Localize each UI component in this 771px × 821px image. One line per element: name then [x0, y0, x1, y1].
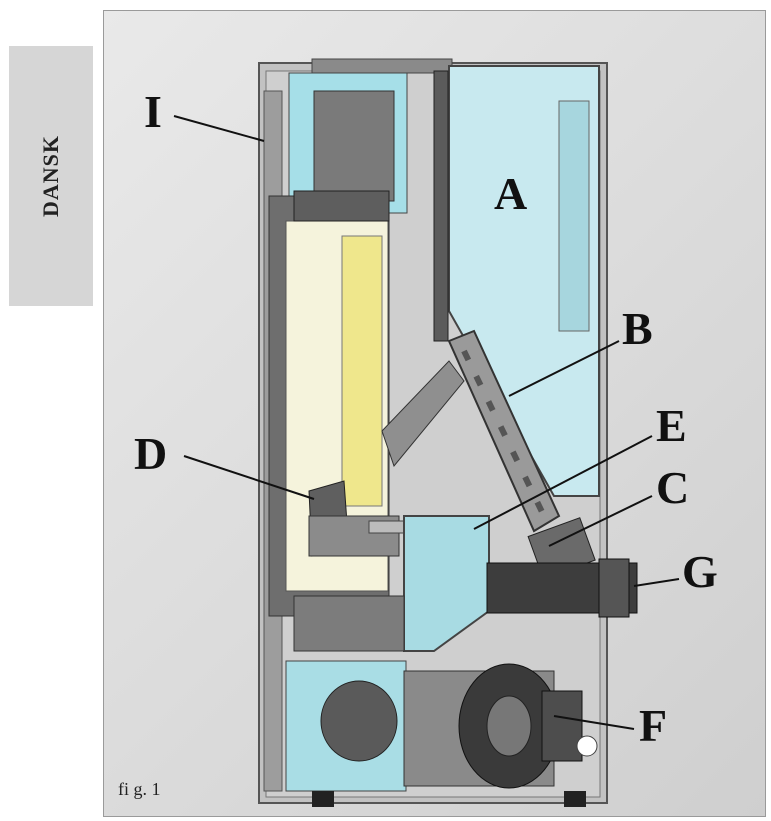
leader-C [548, 495, 653, 547]
callout-D: D [134, 428, 168, 479]
fan-hub [486, 695, 532, 757]
hopper-inner-wall [558, 100, 590, 332]
foot-right [564, 791, 586, 807]
hopper-divider [433, 70, 449, 342]
leader-F [553, 715, 635, 730]
leader-I [173, 115, 265, 142]
ash-drawer [293, 595, 405, 652]
figure-caption: fi g. 1 [118, 779, 161, 799]
fan-outlet [541, 690, 583, 762]
callout-G: G [682, 546, 718, 597]
inspection-port [576, 735, 598, 757]
upper-dark-block [313, 90, 395, 202]
callout-A: A [494, 168, 528, 219]
stove-illustration [173, 58, 680, 807]
leader-G [633, 578, 680, 587]
callout-E: E [656, 400, 687, 451]
yellow-panel [341, 235, 383, 507]
pellet-chute [381, 360, 465, 468]
callout-C: C [656, 462, 690, 513]
leader-B [508, 340, 620, 397]
stove-cross-section-figure: I A B E D C G F fi g. 1 [103, 10, 766, 817]
callout-B: B [622, 303, 653, 354]
intake-elbow [320, 680, 398, 762]
callout-F: F [639, 700, 668, 751]
flue-pipe-collar [598, 558, 630, 618]
top-vent [311, 58, 453, 74]
language-tab-label: DANSK [38, 134, 63, 218]
leader-D [183, 455, 315, 500]
callout-I: I [144, 86, 162, 137]
leader-E [473, 435, 653, 530]
firebox-top-bracket [293, 190, 390, 222]
leader-lines [173, 115, 680, 730]
foot-left [312, 791, 334, 807]
language-tab: DANSK [9, 46, 93, 306]
